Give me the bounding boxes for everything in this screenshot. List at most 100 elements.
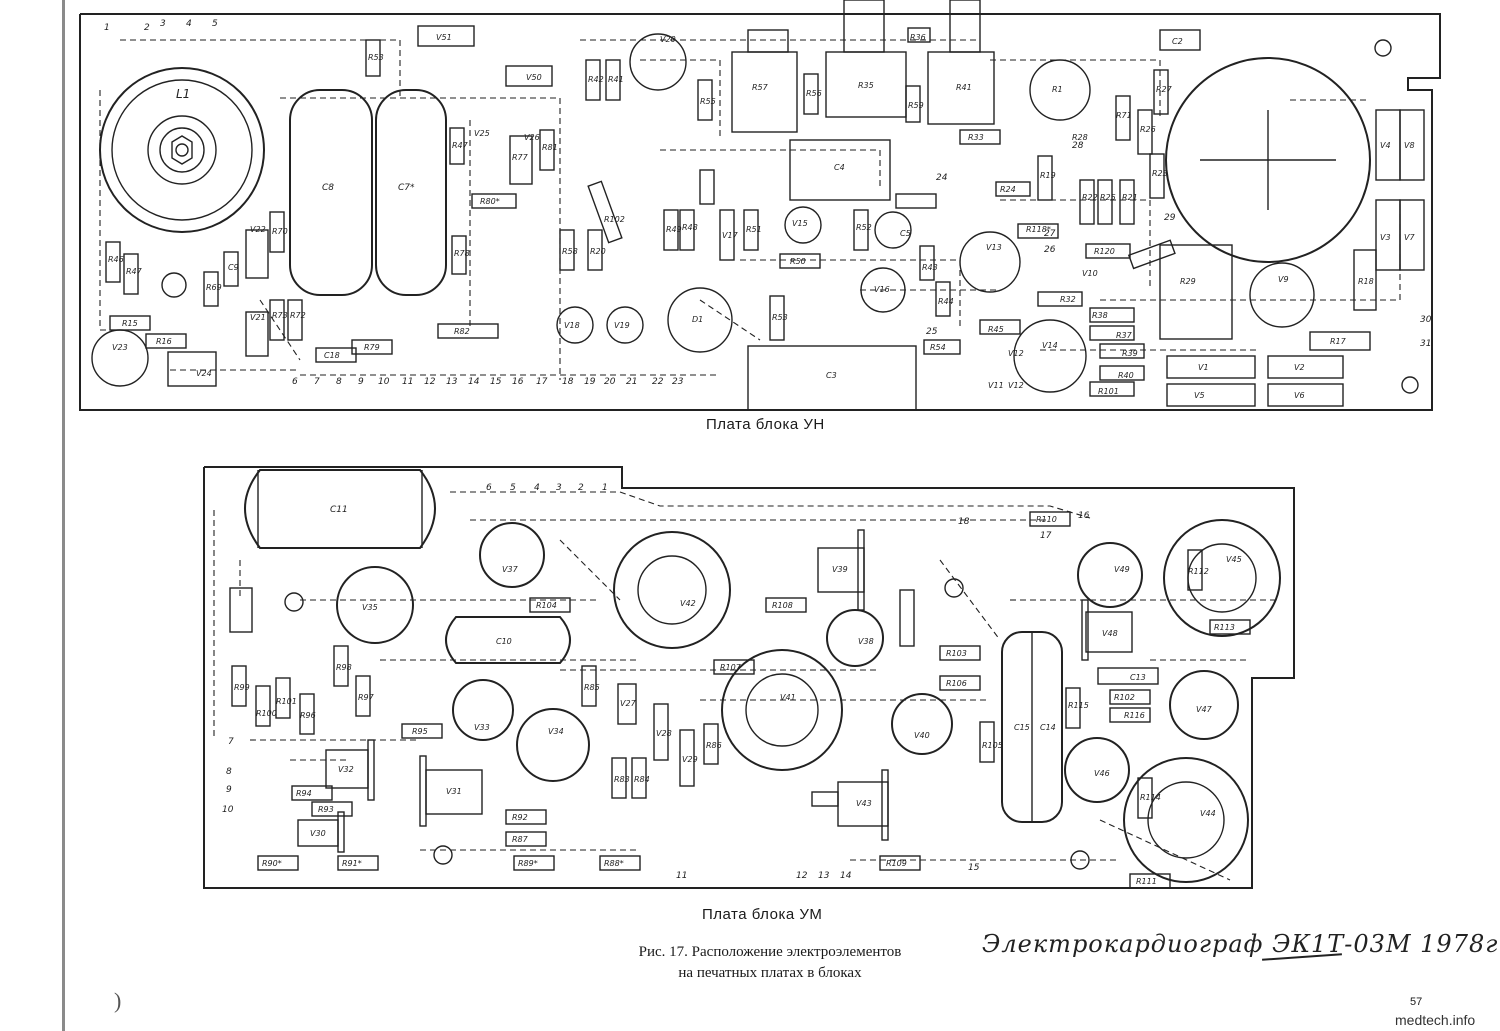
label-v37: V37 (502, 565, 519, 574)
label-r59: R59 (908, 101, 924, 110)
label-r22: R22 (1082, 193, 1098, 202)
un-side-27: 27 (1044, 229, 1056, 239)
label-r58: R58 (562, 247, 578, 256)
un-connector-19: 19 (584, 377, 596, 387)
label-v19: V19 (614, 321, 630, 330)
label-r48: R48 (682, 223, 698, 232)
capacitor-c11 (244, 469, 436, 549)
label-c13: C13 (1130, 673, 1146, 682)
label-v16: V16 (874, 285, 890, 294)
label-v27: V27 (620, 699, 637, 708)
transistor-r1 (1029, 59, 1091, 121)
label-c8: C8 (322, 183, 334, 193)
transistor-v46 (1064, 737, 1130, 803)
transistor-v20 (629, 33, 687, 91)
label-v29: V29 (682, 755, 698, 764)
label-d1: D1 (692, 315, 703, 324)
capacitor-c4 (789, 139, 891, 201)
transistor-v38 (826, 609, 884, 667)
transistor-v41 (721, 649, 843, 771)
label-r77: R77 (512, 153, 529, 162)
label-r81: R81 (542, 143, 558, 152)
label-r53: R53 (368, 53, 384, 62)
board-un-caption: Плата блока УН (706, 416, 825, 433)
label-v14: V14 (1042, 341, 1058, 350)
label-r88: R88* (604, 859, 624, 868)
label-r57: R57 (752, 83, 769, 92)
label-c15: C15 (1014, 723, 1030, 732)
label-r47: R47 (452, 141, 469, 150)
label-v13: V13 (986, 243, 1002, 252)
label-r42: R42 (588, 75, 604, 84)
label-r94: R94 (296, 789, 312, 798)
label-r53b: R53 (772, 313, 788, 322)
label-r104: R104 (536, 601, 557, 610)
label-v6: V6 (1294, 391, 1305, 400)
transistor-v45 (1163, 519, 1281, 637)
label-r89: R89* (518, 859, 538, 868)
transistor-v40 (891, 693, 953, 755)
capacitor-c3 (747, 345, 917, 411)
label-r120: R120 (1094, 247, 1115, 256)
label-v46: V46 (1094, 769, 1110, 778)
board-um-labels: C11 V37 V42 V39 V35 C10 R104 R108 V38 R1… (222, 483, 1242, 886)
un-connector-16: 16 (512, 377, 524, 387)
board-um-traces (213, 491, 1280, 881)
label-r55: R55 (700, 97, 716, 106)
label-r36: R36 (910, 33, 926, 42)
un-connector-12: 12 (424, 377, 436, 387)
label-v12: V12 (1008, 381, 1024, 390)
label-r40: R40 (1118, 371, 1134, 380)
label-l1: L1 (176, 87, 190, 101)
label-r115: R115 (1068, 701, 1089, 710)
transistor-v34 (516, 708, 590, 782)
un-connector-8: 8 (336, 377, 342, 387)
label-r90: R90* (262, 859, 282, 868)
label-r37: R37 (1116, 331, 1133, 340)
label-v4: V4 (1380, 141, 1391, 150)
capacitor-c7 (375, 89, 447, 296)
page-binding-edge (62, 0, 65, 1031)
label-r116: R116 (1124, 711, 1145, 720)
label-r105: R105 (982, 741, 1003, 750)
label-r101: R101 (1098, 387, 1119, 396)
board-un-labels: L1 C8 C7* R57 R35 R41 R36 R59 C2 R1 V20 … (104, 19, 1432, 400)
um-connector-14: 14 (840, 871, 852, 881)
label-r15: R15 (122, 319, 138, 328)
label-v24: V24 (196, 369, 212, 378)
label-r84: R84 (634, 775, 650, 784)
capacitor-c10 (445, 616, 571, 664)
um-top-6: 6 (486, 483, 492, 493)
un-connector-17: 17 (536, 377, 548, 387)
label-r26: R26 (1140, 125, 1156, 134)
label-v20: V20 (660, 35, 676, 44)
label-r107: R107 (720, 663, 742, 672)
label-r112: R112 (1188, 567, 1209, 576)
label-v40: V40 (914, 731, 930, 740)
label-r41: R41 (956, 83, 972, 92)
label-r23: R23 (1152, 169, 1168, 178)
un-side-26: 26 (1044, 245, 1056, 255)
label-r97: R97 (358, 693, 375, 702)
um-top-3: 3 (556, 483, 562, 493)
um-connector-12: 12 (796, 871, 808, 881)
figure-caption: Рис. 17. Расположение электроэлементов н… (600, 942, 940, 984)
label-v41: V41 (780, 693, 796, 702)
un-top-1: 1 (104, 23, 110, 33)
um-top-4: 4 (534, 483, 540, 493)
capacitor-c8 (289, 89, 373, 296)
un-connector-23: 23 (672, 377, 684, 387)
label-r69: R69 (206, 283, 222, 292)
un-connector-11: 11 (402, 377, 413, 387)
um-connector-18: 18 (958, 517, 970, 527)
label-v26: V26 (524, 133, 540, 142)
diode-d1 (667, 287, 733, 353)
figure-caption-line2: на печатных платах в блоках (678, 965, 862, 981)
transistor-v33 (452, 679, 514, 741)
label-r28: R28 (1072, 133, 1088, 142)
un-connector-10: 10 (378, 377, 390, 387)
um-top-5: 5 (510, 483, 516, 493)
label-v5: V5 (1194, 391, 1205, 400)
un-top-5: 5 (212, 19, 218, 29)
label-v38: V38 (858, 637, 874, 646)
